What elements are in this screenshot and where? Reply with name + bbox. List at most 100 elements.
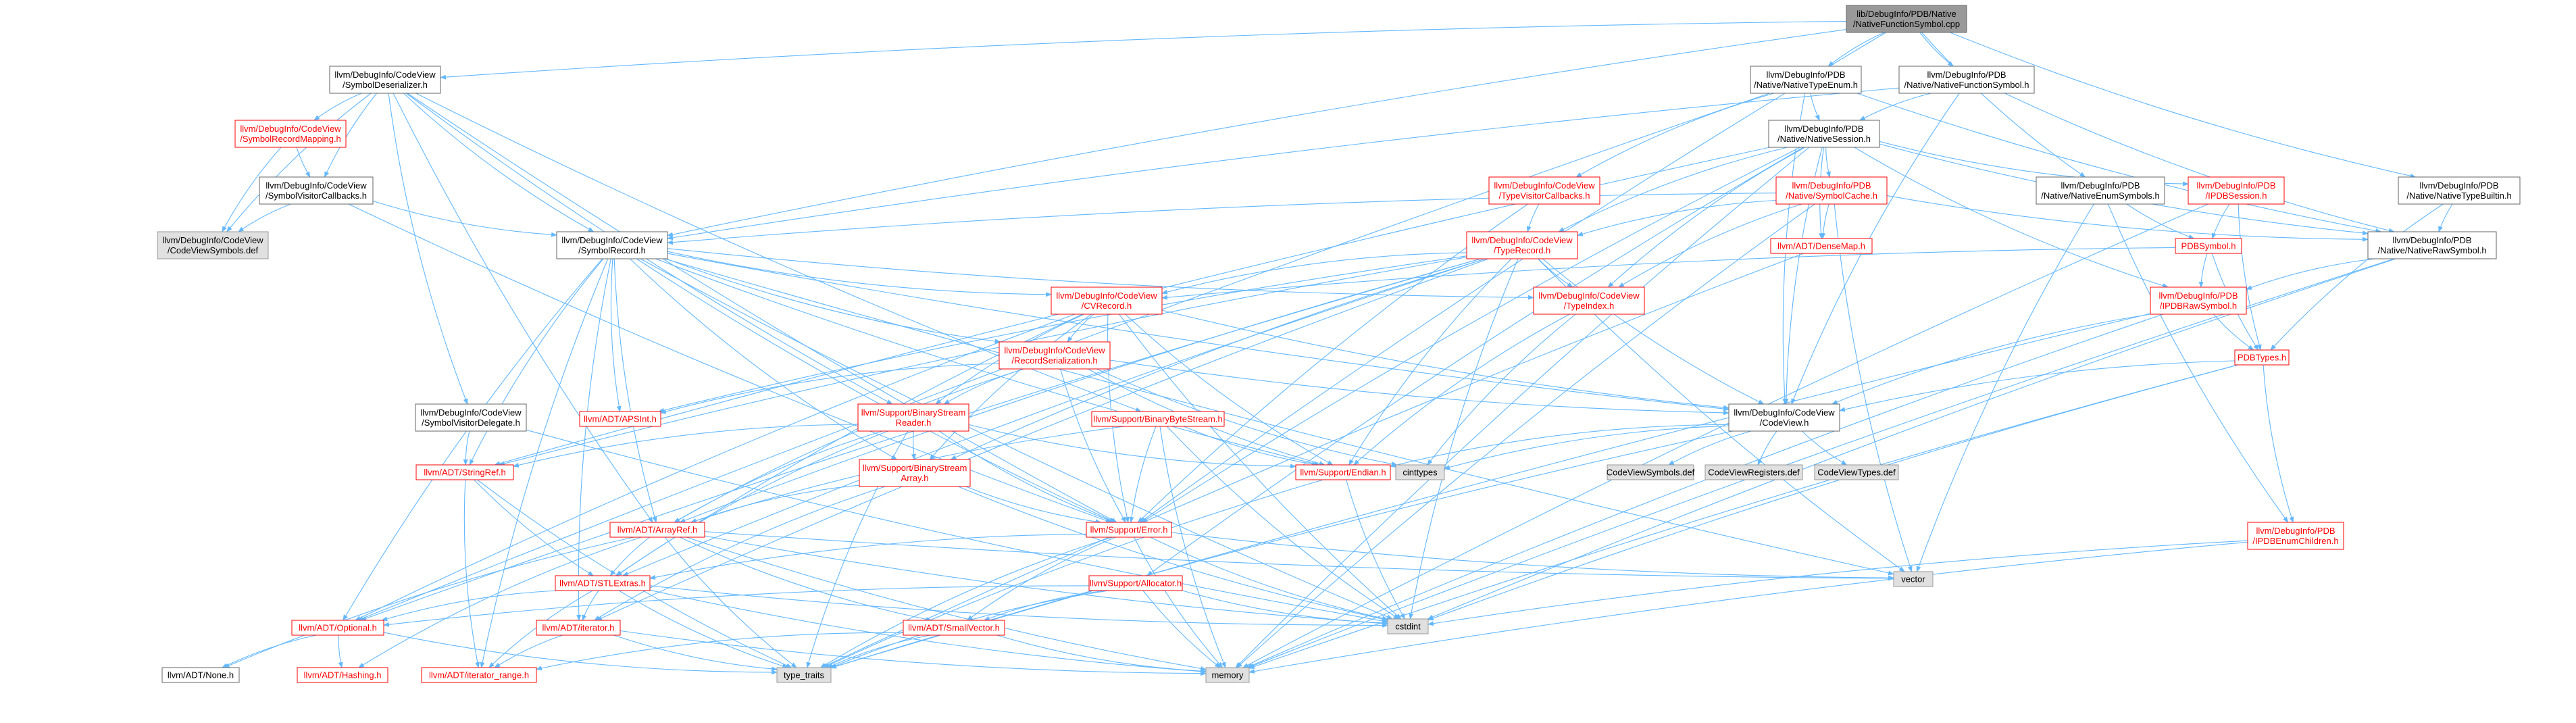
graph-node-typerecord[interactable]: llvm/DebugInfo/CodeView/TypeRecord.h bbox=[1466, 231, 1578, 259]
dependency-edge bbox=[594, 486, 886, 621]
graph-node-hashing[interactable]: llvm/ADT/Hashing.h bbox=[297, 667, 388, 683]
dependency-edge bbox=[296, 147, 311, 178]
dependency-edge bbox=[679, 258, 1482, 523]
graph-node-memory: memory bbox=[1205, 667, 1250, 683]
node-box bbox=[1533, 286, 1645, 315]
graph-node-smallvector[interactable]: llvm/ADT/SmallVector.h bbox=[903, 620, 1005, 636]
node-box bbox=[329, 66, 441, 94]
node-box bbox=[2398, 176, 2521, 205]
node-label-line: llvm/Support/BinaryStream bbox=[861, 407, 966, 418]
node-label-line: llvm/ADT/STLExtras.h bbox=[559, 578, 646, 589]
graph-node-binbytestream[interactable]: llvm/Support/BinaryByteStream.h bbox=[1091, 411, 1225, 427]
graph-node-ipdbrawsym[interactable]: llvm/DebugInfo/PDB/IPDBRawSymbol.h bbox=[2150, 286, 2247, 315]
graph-node-codeview[interactable]: llvm/DebugInfo/CodeView/CodeView.h bbox=[1728, 403, 1840, 432]
dependency-edge bbox=[929, 314, 1092, 460]
nodes-layer: lib/DebugInfo/PDB/Native/NativeFunctionS… bbox=[157, 5, 2521, 683]
dependency-edge bbox=[1235, 147, 1810, 668]
dependency-edge bbox=[576, 258, 611, 621]
graph-node-cvrecord[interactable]: llvm/DebugInfo/CodeView/CVRecord.h bbox=[1051, 286, 1163, 315]
graph-node-typeviscb[interactable]: llvm/DebugInfo/CodeView/TypeVisitorCallb… bbox=[1488, 176, 1600, 205]
dependency-edge bbox=[2198, 253, 2208, 288]
node-box bbox=[2367, 231, 2497, 259]
graph-node-nattypebuiltin[interactable]: llvm/DebugInfo/PDB/Native/NativeTypeBuil… bbox=[2398, 176, 2521, 205]
graph-node-symviscb[interactable]: llvm/DebugInfo/CodeView/SymbolVisitorCal… bbox=[259, 176, 374, 205]
dependency-edge bbox=[649, 533, 1087, 580]
node-box bbox=[259, 176, 374, 205]
graph-node-ipdbenumchildren[interactable]: llvm/DebugInfo/PDB/IPDBEnumChildren.h bbox=[2247, 522, 2344, 550]
dependency-edge bbox=[1247, 258, 2395, 668]
node-box bbox=[1295, 464, 1391, 480]
graph-node-densemap[interactable]: llvm/ADT/DenseMap.h bbox=[1770, 238, 1873, 254]
graph-node-natrawsym[interactable]: llvm/DebugInfo/PDB/Native/NativeRawSymbo… bbox=[2367, 231, 2497, 259]
graph-node-typeindex[interactable]: llvm/DebugInfo/CodeView/TypeIndex.h bbox=[1533, 286, 1645, 315]
graph-node-cvtypesdef: CodeViewTypes.def bbox=[1814, 464, 1899, 480]
dependency-edge bbox=[1159, 426, 1226, 668]
graph-node-cstdint: cstdint bbox=[1387, 618, 1429, 634]
graph-node-symdeser[interactable]: llvm/DebugInfo/CodeView/SymbolDeserializ… bbox=[329, 66, 441, 94]
node-label-line: llvm/ADT/None.h bbox=[168, 670, 234, 680]
dependency-edge bbox=[1161, 309, 1729, 410]
dependency-edge bbox=[1161, 252, 1467, 295]
graph-node-symvisdel[interactable]: llvm/DebugInfo/CodeView/SymbolVisitorDel… bbox=[415, 403, 527, 432]
graph-node-recser[interactable]: llvm/DebugInfo/CodeView/RecordSerializat… bbox=[999, 341, 1111, 370]
graph-node-vector: vector bbox=[1893, 571, 1934, 587]
graph-node-none[interactable]: llvm/ADT/None.h bbox=[161, 667, 240, 683]
graph-node-stringref[interactable]: llvm/ADT/StringRef.h bbox=[415, 464, 514, 480]
graph-node-natsession[interactable]: llvm/DebugInfo/PDB/Native/NativeSession.… bbox=[1768, 120, 1880, 148]
dependency-edge bbox=[1119, 314, 1402, 620]
node-label-line: llvm/ADT/ArrayRef.h bbox=[617, 525, 697, 535]
graph-node-iterrange[interactable]: llvm/ADT/iterator_range.h bbox=[421, 667, 537, 683]
dependency-edge bbox=[1150, 537, 1388, 621]
graph-node-root[interactable]: lib/DebugInfo/PDB/Native/NativeFunctionS… bbox=[1846, 5, 1967, 33]
dependency-edge bbox=[819, 537, 1113, 668]
node-label-line: /CVRecord.h bbox=[1082, 301, 1132, 311]
dependency-edge bbox=[658, 255, 1467, 413]
node-box bbox=[1488, 176, 1600, 205]
dependency-edge bbox=[660, 363, 1000, 414]
dependency-edge bbox=[463, 430, 470, 466]
graph-node-symrecmap[interactable]: llvm/DebugInfo/CodeView/SymbolRecordMapp… bbox=[234, 120, 347, 148]
dependency-edge bbox=[613, 634, 778, 672]
graph-node-arrayref[interactable]: llvm/ADT/ArrayRef.h bbox=[609, 522, 705, 538]
graph-node-natsymcache[interactable]: llvm/DebugInfo/PDB/Native/SymbolCache.h bbox=[1775, 176, 1888, 205]
graph-node-apsint[interactable]: llvm/ADT/APSInt.h bbox=[579, 411, 661, 427]
dependency-edge bbox=[388, 93, 468, 405]
dependency-edge bbox=[823, 479, 1323, 668]
graph-node-error[interactable]: llvm/Support/Error.h bbox=[1086, 522, 1172, 538]
graph-node-ipdbsession[interactable]: llvm/DebugInfo/PDB/IPDBSession.h bbox=[2188, 176, 2285, 205]
node-label-line: llvm/DebugInfo/CodeView bbox=[334, 70, 436, 80]
dependency-edge bbox=[1618, 203, 1802, 288]
node-box bbox=[1775, 176, 1888, 205]
graph-node-pdbsymbol[interactable]: PDBSymbol.h bbox=[2175, 238, 2242, 254]
node-label-line: llvm/DebugInfo/CodeView bbox=[162, 235, 263, 245]
node-label-line: llvm/Support/BinaryStream bbox=[863, 463, 967, 473]
graph-node-cvsymdef2: CodeViewSymbols.def bbox=[1607, 464, 1695, 480]
node-label-line: llvm/DebugInfo/CodeView bbox=[240, 124, 341, 134]
node-box bbox=[1086, 522, 1172, 538]
graph-node-iterator[interactable]: llvm/ADT/iterator.h bbox=[536, 620, 621, 636]
dependency-edge bbox=[655, 258, 1320, 466]
graph-node-optional[interactable]: llvm/ADT/Optional.h bbox=[291, 620, 384, 636]
dependency-edge bbox=[1246, 314, 2164, 668]
graph-node-endian[interactable]: llvm/Support/Endian.h bbox=[1295, 464, 1391, 480]
node-label-line: /IPDBSession.h bbox=[2205, 191, 2267, 201]
graph-node-symrecord[interactable]: llvm/DebugInfo/CodeView/SymbolRecord.h bbox=[556, 231, 668, 259]
graph-node-natfuncsym[interactable]: llvm/DebugInfo/PDB/Native/NativeFunction… bbox=[1898, 66, 2035, 94]
graph-node-stlextras[interactable]: llvm/ADT/STLExtras.h bbox=[555, 575, 651, 591]
node-label-line: /TypeIndex.h bbox=[1564, 301, 1614, 311]
dependency-edge bbox=[704, 535, 1388, 626]
graph-node-allocator[interactable]: llvm/Support/Allocator.h bbox=[1088, 575, 1183, 591]
node-box bbox=[579, 411, 661, 427]
graph-node-nattypeenum[interactable]: llvm/DebugInfo/PDB/Native/NativeTypeEnum… bbox=[1750, 66, 1862, 94]
dependency-edge bbox=[1825, 147, 1831, 178]
node-label-line: /Native/NativeEnumSymbols.h bbox=[2041, 191, 2160, 201]
node-label-line: /NativeFunctionSymbol.cpp bbox=[1853, 19, 1960, 29]
node-box bbox=[1704, 464, 1803, 480]
graph-node-natenumsyms[interactable]: llvm/DebugInfo/PDB/Native/NativeEnumSymb… bbox=[2036, 176, 2165, 205]
node-label-line: llvm/DebugInfo/CodeView bbox=[420, 407, 522, 418]
graph-node-pdbtypes[interactable]: PDBTypes.h bbox=[2234, 349, 2290, 366]
node-label-line: /TypeRecord.h bbox=[1494, 245, 1551, 255]
dependency-edge bbox=[1248, 541, 2248, 674]
